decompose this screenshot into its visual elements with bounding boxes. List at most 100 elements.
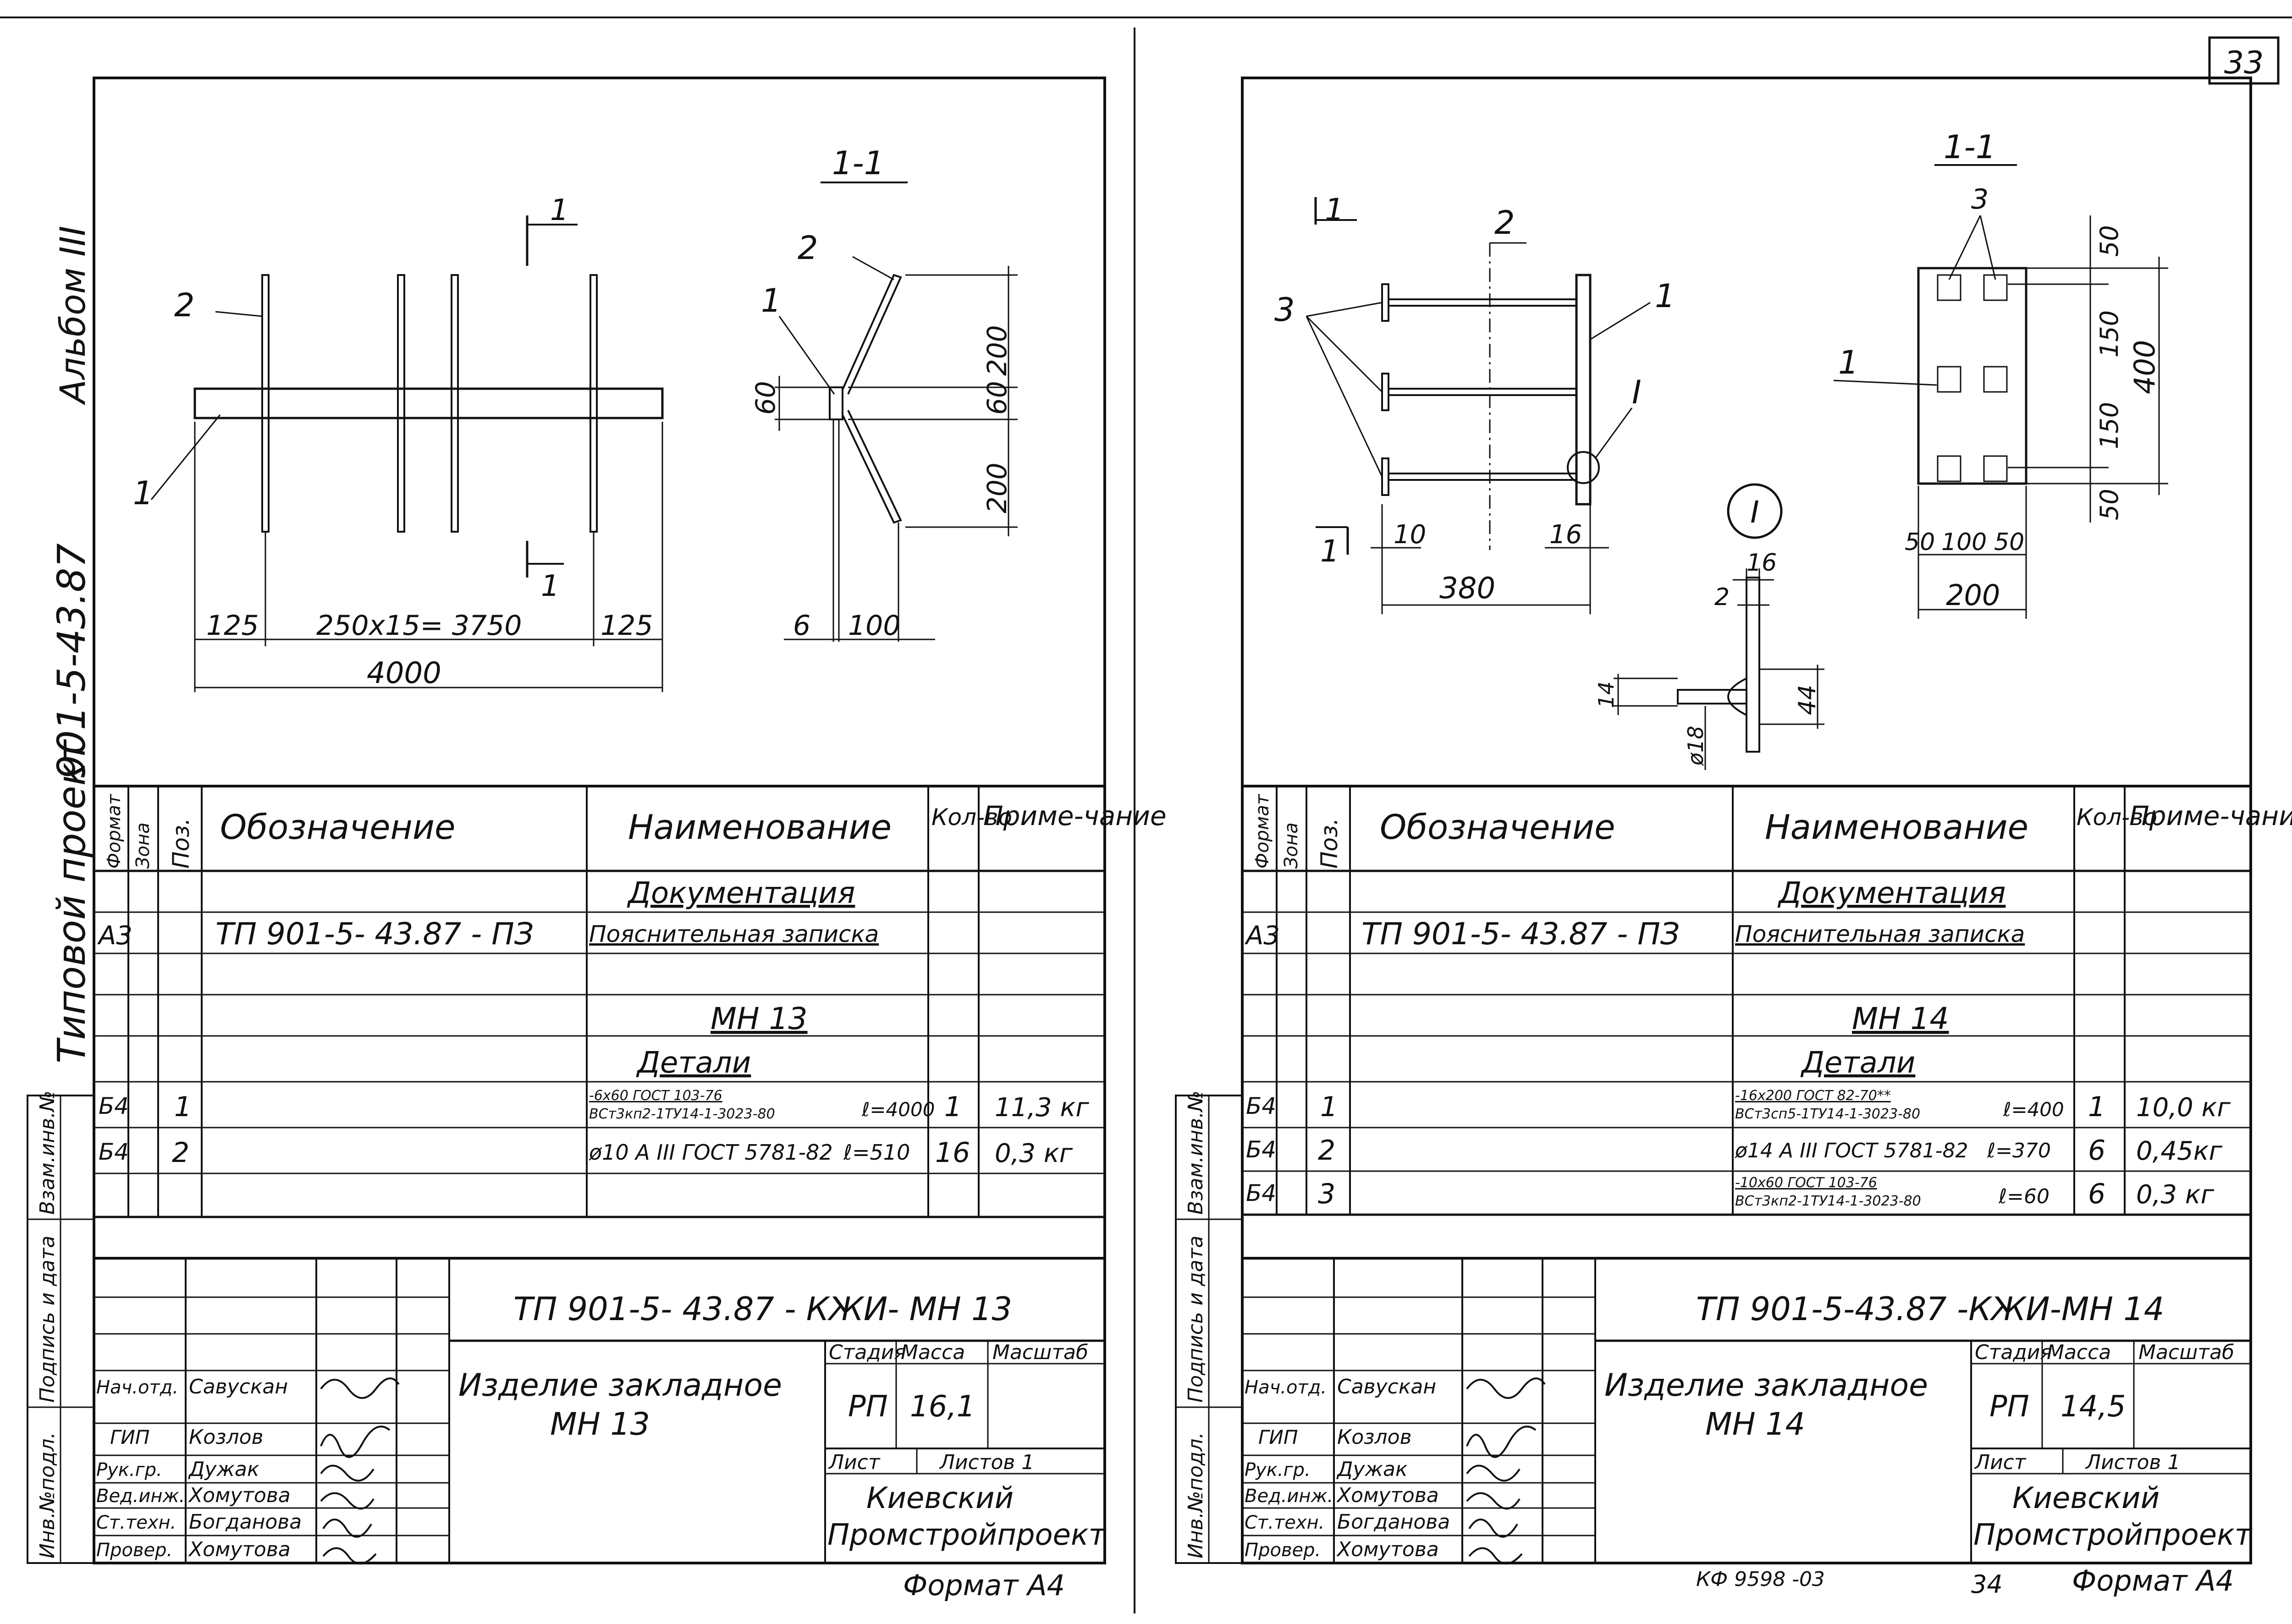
dim-50b: 50 [2095, 489, 2124, 520]
label-pos1: 1 [1655, 277, 1675, 315]
role-1: ГИП [110, 1426, 149, 1448]
item3-format: Б4 [1246, 1180, 1276, 1206]
section-label-pos2: 2 [798, 229, 818, 267]
hdr-zone: Зона [132, 822, 154, 869]
item1-format: Б4 [1246, 1093, 1276, 1119]
doc-name: Пояснительная записка [589, 921, 879, 947]
section-label-pos1: 1 [761, 282, 782, 319]
title-block-left: ТП 901-5- 43.87 - КЖИ- МН 13 Изделие зак… [94, 1257, 1107, 1565]
role-4: Ст.техн. [1245, 1512, 1324, 1533]
title-name2: МН 13 [550, 1406, 650, 1442]
role-4: Ст.техн. [96, 1512, 176, 1533]
role-2: Рук.гр. [1245, 1459, 1311, 1481]
item2-name1: ø10 А III ГОСТ 5781-82 [589, 1140, 833, 1165]
node-dim-44: 44 [1794, 685, 1821, 715]
person-3: Хомутова [1336, 1484, 1439, 1507]
signature [322, 1547, 377, 1565]
item2-len: ℓ=510 [843, 1140, 910, 1165]
docs-heading: Документация [1777, 876, 2006, 910]
dim-150a: 150 [2095, 310, 2124, 358]
item2-qty: 16 [935, 1137, 970, 1169]
section-label: 1-1 [832, 144, 884, 182]
plate [193, 387, 664, 419]
item1-name1: -16x200 ГОСТ 82-70** [1735, 1088, 1891, 1104]
item3-pos: 3 [1318, 1178, 1335, 1210]
title-block-right: ТП 901-5-43.87 -КЖИ-МН 14 Изделие заклад… [1242, 1257, 2253, 1565]
role-2: Рук.гр. [96, 1459, 162, 1481]
title-name: Изделие закладное [1604, 1367, 1928, 1404]
hdr-name: Наименование [1765, 808, 2028, 847]
signature [1468, 1547, 1523, 1565]
dim-total: 4000 [367, 656, 441, 690]
cut-mark-bottom: 1 [1320, 534, 1339, 569]
rod [261, 274, 270, 533]
spec-table-left: Формат Зона Поз. Обозначение Наименовани… [94, 785, 1167, 1218]
item1-qty: 1 [944, 1091, 962, 1123]
project-number: 901-5-43.87 [49, 543, 94, 779]
signature [320, 1377, 400, 1399]
doc-name: Пояснительная записка [1735, 921, 2025, 947]
signature [1466, 1464, 1521, 1482]
side-podpis-label: Подпись и дата [1184, 1236, 1207, 1403]
item2-name1: ø14 А III ГОСТ 5781-82 [1735, 1139, 1968, 1162]
rod [397, 274, 405, 533]
typical-project-label: Типовой проект [49, 739, 94, 1063]
signature [320, 1492, 375, 1510]
bottom-code: КФ 9598 -03 [1696, 1568, 1825, 1591]
mass-label: Масса [901, 1341, 965, 1364]
person-3: Хомутова [188, 1484, 291, 1507]
dim-50c: 50 [1905, 528, 1935, 556]
label-pos3: 3 [1274, 291, 1295, 329]
sheet-left: Альбом III 901-5-43.87 Типовой проект Вз… [27, 77, 1167, 1602]
sheet-left-frame [93, 77, 1106, 1564]
mass-label: Масса [2047, 1341, 2111, 1364]
role-1: ГИП [1258, 1426, 1298, 1448]
item3-name2: ВСт3кп2-1ТУ14-1-3023-80 [1735, 1193, 1921, 1209]
node-dim-16: 16 [1747, 549, 1777, 577]
page-number-box [2208, 36, 2280, 85]
side-podpis-label: Подпись и дата [36, 1236, 59, 1403]
side-inv-label: Инв.№подл. [1184, 1432, 1207, 1558]
person-1: Козлов [1337, 1426, 1412, 1449]
spec-table-right: Формат Зона Поз. Обозначение Наименовани… [1242, 785, 2292, 1216]
scale-label: Масштаб [2138, 1341, 2234, 1364]
stage-value: РП [848, 1390, 888, 1424]
hdr-designation: Обозначение [220, 808, 455, 847]
item1-len: ℓ=400 [2003, 1098, 2064, 1121]
role-5: Провер. [1245, 1540, 1321, 1561]
stage-label: Стадия [829, 1341, 906, 1364]
item2-format: Б4 [99, 1139, 129, 1165]
hdr-note: Приме-чание [983, 800, 1167, 831]
role-0: Нач.отд. [1245, 1377, 1327, 1398]
doc-format: А3 [97, 921, 132, 951]
node-circle-label: I [1750, 495, 1759, 530]
item3-qty: 6 [2088, 1178, 2105, 1210]
signature [1466, 1377, 1546, 1399]
hdr-pos: Поз. [168, 818, 194, 869]
sec-dim-100: 100 [848, 610, 901, 642]
scale-label: Масштаб [992, 1341, 1088, 1364]
item1-len: ℓ=4000 [861, 1098, 935, 1121]
person-0: Савускан [1337, 1375, 1436, 1398]
item1-note: 11,3 кг [995, 1093, 1089, 1123]
sec-dim-6: 6 [793, 610, 810, 642]
side-vz-label: Взам.инв.№ [36, 1090, 59, 1215]
details-heading: Детали [636, 1046, 751, 1080]
sec-dim-60: 60 [981, 381, 1013, 415]
item2-len: ℓ=370 [1987, 1139, 2051, 1162]
page-number: 33 [2224, 45, 2264, 81]
role-5: Провер. [96, 1540, 172, 1561]
person-4: Богданова [1337, 1510, 1450, 1534]
doc-format: А3 [1245, 921, 1280, 951]
stage-value: РП [1989, 1390, 2029, 1424]
side-inv-label: Инв.№подл. [36, 1432, 59, 1558]
dim-10: 10 [1394, 520, 1426, 550]
hdr-note: Приме-чание [2129, 800, 2292, 831]
doc-designation: ТП 901-5- 43.87 - ПЗ [1361, 916, 1680, 952]
item1-name2: ВСт3кп2-1ТУ14-1-3023-80 [589, 1106, 775, 1122]
product-heading: МН 14 [1852, 1001, 1949, 1036]
org-name-1: Киевский [866, 1481, 1014, 1515]
person-2: Дужак [1336, 1458, 1408, 1481]
label-pos1: 1 [1838, 344, 1859, 381]
